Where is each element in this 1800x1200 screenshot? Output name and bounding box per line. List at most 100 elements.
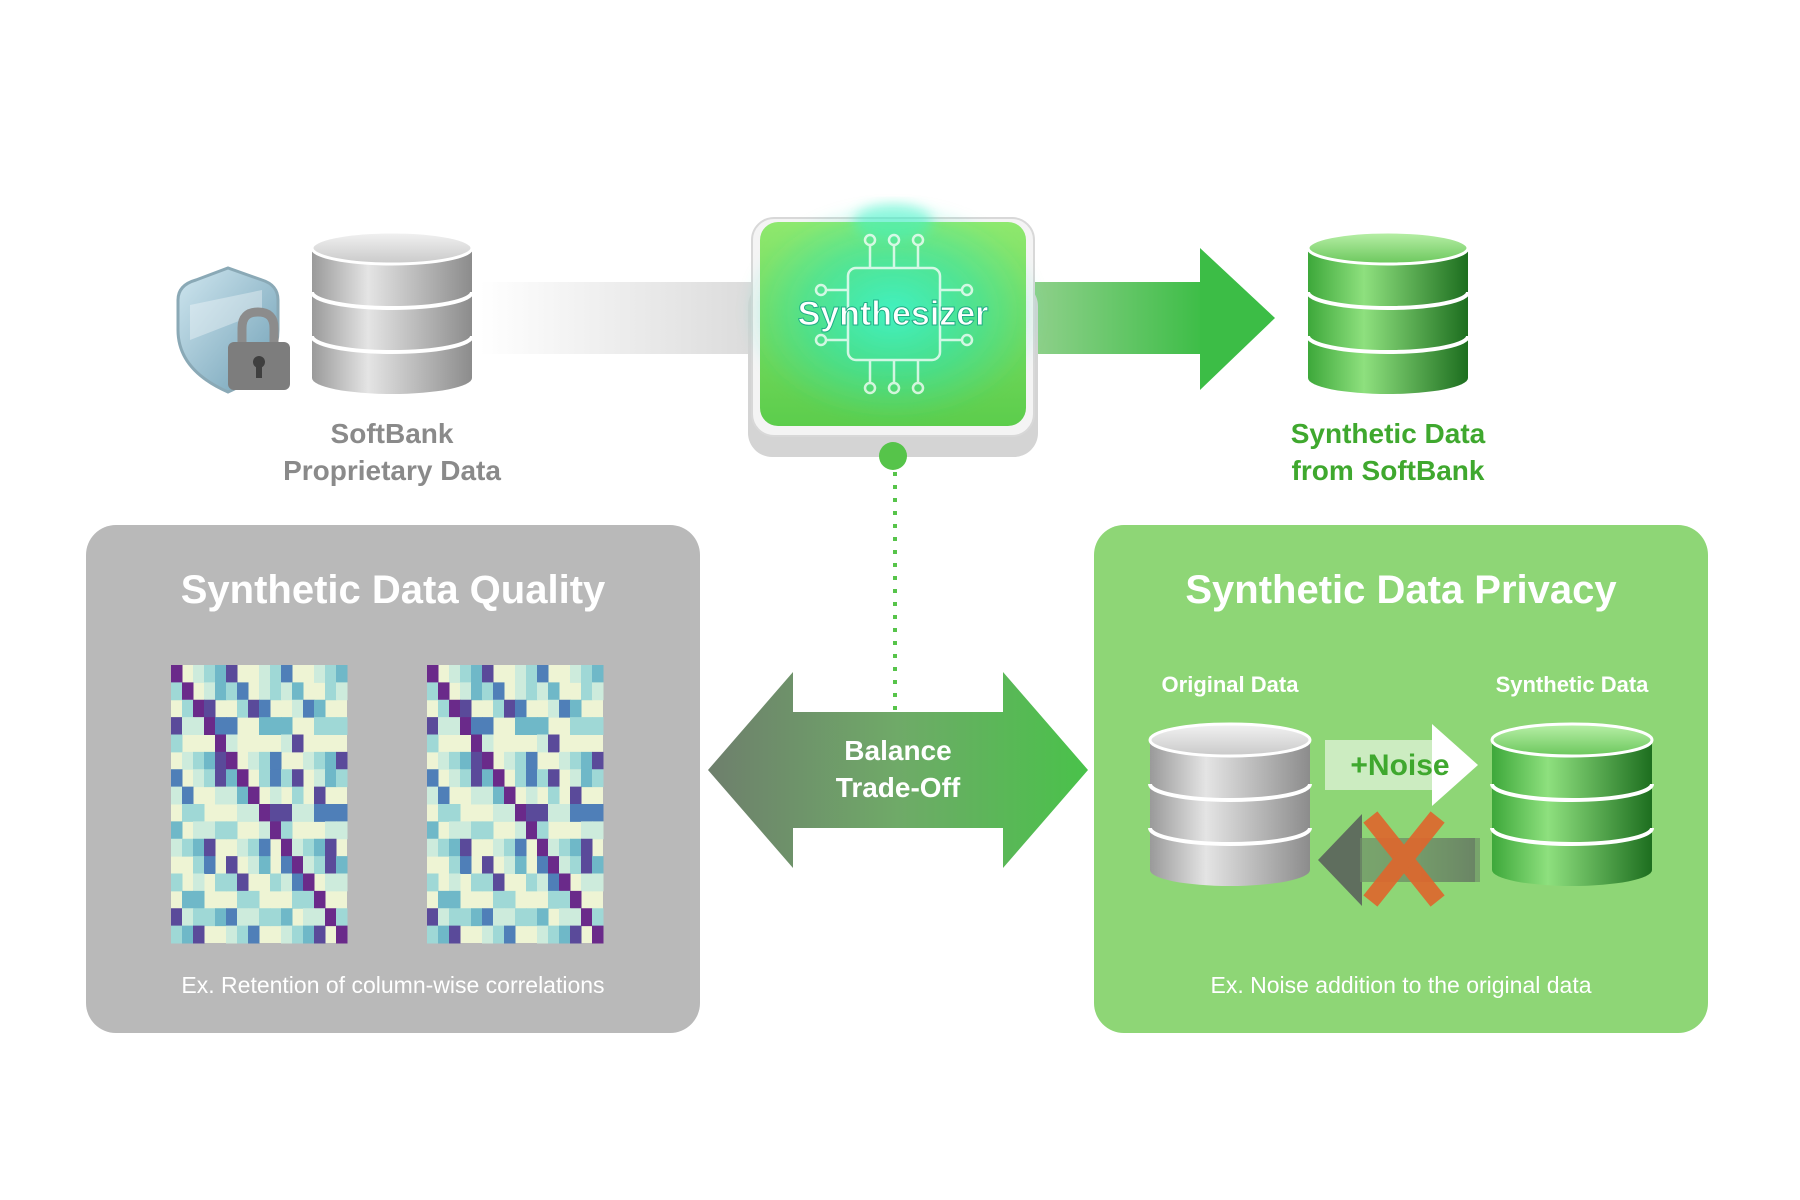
heatmap-cell bbox=[504, 890, 516, 909]
heatmap-cell bbox=[193, 751, 205, 770]
heatmap-cell bbox=[460, 908, 472, 927]
heatmap-cell bbox=[504, 699, 516, 718]
heatmap-cell bbox=[548, 769, 560, 788]
heatmap-cell bbox=[526, 908, 538, 927]
heatmap-cell bbox=[504, 925, 516, 944]
heatmap-cell bbox=[193, 873, 205, 892]
original-database-icon bbox=[1148, 722, 1312, 886]
heatmap-cell bbox=[336, 665, 348, 683]
heatmap-cell bbox=[303, 856, 315, 874]
heatmap-cell bbox=[215, 769, 227, 788]
balance-label-line2: Trade-Off bbox=[836, 772, 961, 803]
heatmap-cell bbox=[570, 925, 582, 944]
output-label-line2: from SoftBank bbox=[1292, 455, 1485, 486]
heatmap-cell bbox=[292, 856, 304, 874]
heatmap-cell bbox=[471, 682, 483, 701]
heatmap-cell bbox=[270, 751, 282, 770]
heatmap-cell bbox=[570, 786, 582, 805]
heatmap-cell bbox=[182, 925, 194, 944]
heatmap-cell bbox=[281, 682, 293, 701]
heatmap-cell bbox=[270, 769, 282, 788]
heatmap-cell bbox=[325, 908, 337, 927]
heatmap-cell bbox=[215, 682, 227, 701]
heatmap-cell bbox=[171, 734, 183, 753]
quality-panel-title: Synthetic Data Quality bbox=[181, 568, 606, 612]
heatmap-cell bbox=[259, 838, 271, 857]
heatmap-cell bbox=[460, 856, 472, 874]
heatmap-cell bbox=[537, 717, 549, 735]
heatmap-cell bbox=[471, 786, 483, 805]
heatmap-cell bbox=[449, 769, 461, 788]
heatmap-cell bbox=[226, 786, 238, 805]
heatmap-cell bbox=[237, 786, 249, 805]
heatmap-cell bbox=[559, 925, 571, 944]
heatmap-cell bbox=[471, 821, 483, 840]
heatmap-cell bbox=[537, 804, 549, 822]
heatmap-cell bbox=[281, 734, 293, 753]
heatmap-cell bbox=[515, 751, 527, 770]
heatmap-cell bbox=[193, 838, 205, 857]
heatmap-cell bbox=[314, 786, 326, 805]
heatmap-cell bbox=[460, 682, 472, 701]
quality-panel-caption: Ex. Retention of column-wise correlation… bbox=[181, 972, 604, 998]
heatmap-cell bbox=[449, 665, 461, 683]
heatmap-cell bbox=[592, 682, 604, 701]
heatmap-cell bbox=[537, 856, 549, 874]
heatmap-cell bbox=[182, 717, 194, 735]
heatmap-cell bbox=[449, 751, 461, 770]
heatmap-cell bbox=[259, 908, 271, 927]
heatmap-cell bbox=[259, 665, 271, 683]
heatmap-cell bbox=[493, 769, 505, 788]
heatmap-cell bbox=[314, 890, 326, 909]
heatmap-cell bbox=[336, 682, 348, 701]
heatmap-cell bbox=[537, 838, 549, 857]
heatmap-cell bbox=[314, 838, 326, 857]
heatmap-cell bbox=[303, 699, 315, 718]
heatmap-cell bbox=[270, 717, 282, 735]
heatmap-cell bbox=[204, 769, 216, 788]
heatmap-cell bbox=[438, 699, 450, 718]
heatmap-cell bbox=[259, 769, 271, 788]
heatmap-cell bbox=[471, 908, 483, 927]
heatmap-cell bbox=[438, 890, 450, 909]
heatmap-cell bbox=[526, 821, 538, 840]
heatmap-cell bbox=[438, 682, 450, 701]
heatmap-cell bbox=[515, 804, 527, 822]
heatmap-cell bbox=[336, 804, 348, 822]
heatmap-cell bbox=[438, 786, 450, 805]
heatmap-cell bbox=[281, 821, 293, 840]
heatmap-cell bbox=[526, 751, 538, 770]
heatmap-cell bbox=[581, 821, 593, 840]
heatmap-cell bbox=[204, 751, 216, 770]
heatmap-cell bbox=[537, 821, 549, 840]
heatmap-cell bbox=[270, 804, 282, 822]
heatmap-cell bbox=[182, 751, 194, 770]
heatmap-cell bbox=[427, 665, 439, 683]
heatmap-cell bbox=[504, 838, 516, 857]
heatmap-cell bbox=[248, 856, 260, 874]
heatmap-cell bbox=[449, 717, 461, 735]
heatmap-cell bbox=[548, 786, 560, 805]
heatmap-cell bbox=[171, 873, 183, 892]
heatmap-cell bbox=[581, 838, 593, 857]
heatmap-cell bbox=[314, 925, 326, 944]
heatmap-cell bbox=[515, 838, 527, 857]
heatmap-cell bbox=[581, 665, 593, 683]
heatmap-cell bbox=[281, 769, 293, 788]
heatmap-cell bbox=[215, 908, 227, 927]
heatmap-cell bbox=[303, 804, 315, 822]
heatmap-cell bbox=[215, 665, 227, 683]
heatmap-cell bbox=[537, 769, 549, 788]
chip-icon bbox=[814, 233, 974, 395]
heatmap-cell bbox=[314, 665, 326, 683]
heatmap-cell bbox=[504, 786, 516, 805]
heatmap-cell bbox=[248, 751, 260, 770]
heatmap-cell bbox=[314, 856, 326, 874]
heatmap-cell bbox=[182, 699, 194, 718]
heatmap-cell bbox=[559, 699, 571, 718]
heatmap-cell bbox=[570, 804, 582, 822]
heatmap-cell bbox=[537, 665, 549, 683]
heatmap-cell bbox=[559, 804, 571, 822]
source-label-line1: SoftBank bbox=[331, 418, 454, 449]
heatmap-cell bbox=[449, 821, 461, 840]
